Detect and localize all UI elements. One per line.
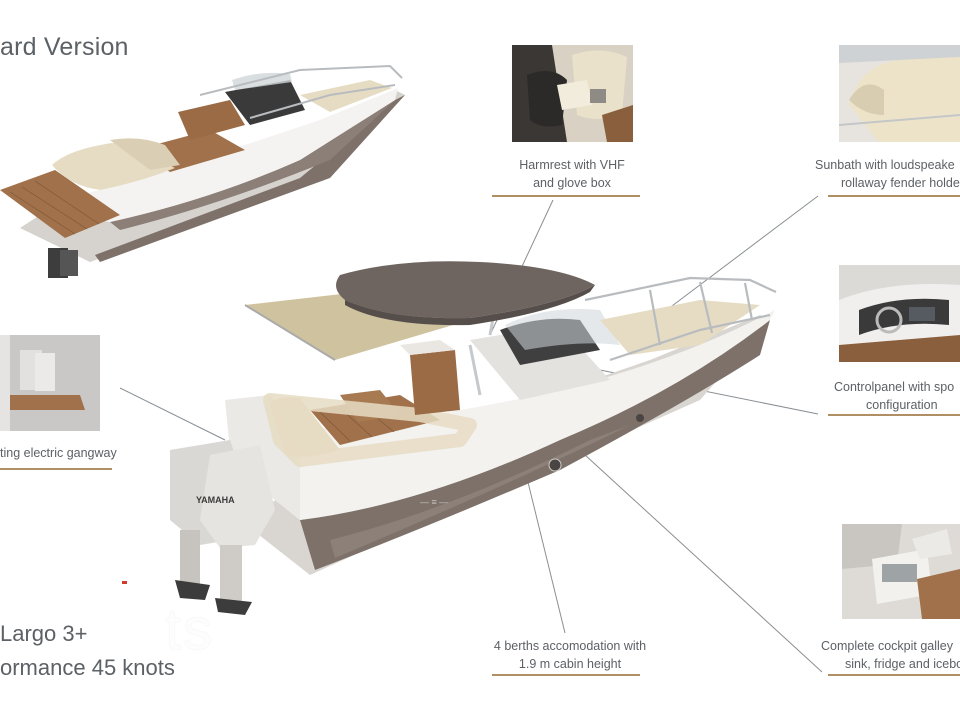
controlpanel-caption: Controlpanel with spo configuration (834, 378, 960, 414)
outboard-engines: YAMAHA (170, 440, 275, 615)
armrest-caption: Harmrest with VHF and glove box (492, 156, 652, 192)
controlpanel-thumbnail (839, 265, 960, 362)
caption-line: configuration (866, 398, 938, 412)
svg-text:— ≡ —: — ≡ — (420, 497, 448, 507)
sunbath-thumbnail (839, 45, 960, 142)
gangway-rule (0, 468, 112, 470)
sunbath-rule (828, 195, 960, 197)
caption-line: rollaway fender holde (841, 176, 960, 190)
model-name: Largo 3+ (0, 621, 88, 646)
berths-rule (492, 674, 640, 676)
caption-line: Controlpanel with spo (834, 380, 955, 394)
caption-line: 1.9 m cabin height (518, 657, 622, 671)
caption-line: sink, fridge and icebo (845, 657, 960, 671)
version-title: ard Version (0, 33, 129, 61)
caption-line: Sunbath with loudspeake (815, 158, 955, 172)
armrest-thumbnail (512, 45, 633, 142)
engine-brand-label: YAMAHA (196, 495, 235, 505)
berths-caption: 4 berths accomodation with 1.9 m cabin h… (475, 637, 665, 673)
galley-thumbnail (842, 524, 960, 619)
red-mark (122, 581, 127, 584)
caption-line: ting electric gangway (0, 446, 117, 460)
galley-caption: Complete cockpit galley sink, fridge and… (815, 637, 960, 673)
standard-boat (0, 64, 405, 278)
caption-line: and glove box (533, 176, 611, 190)
sunbath-caption: Sunbath with loudspeake rollaway fender … (815, 156, 960, 192)
caption-line: Complete cockpit galley (821, 639, 954, 653)
main-boat: — ≡ — (170, 261, 777, 615)
watermark: ts (165, 597, 215, 662)
gangway-thumbnail (0, 335, 100, 431)
caption-line: 4 berths accomodation with (493, 639, 647, 653)
armrest-rule (492, 195, 640, 197)
gangway-caption: ting electric gangway (0, 444, 130, 462)
caption-line: Harmrest with VHF (519, 158, 625, 172)
controlpanel-rule (828, 414, 960, 416)
model-performance: ormance 45 knots (0, 655, 175, 680)
galley-rule (828, 674, 960, 676)
